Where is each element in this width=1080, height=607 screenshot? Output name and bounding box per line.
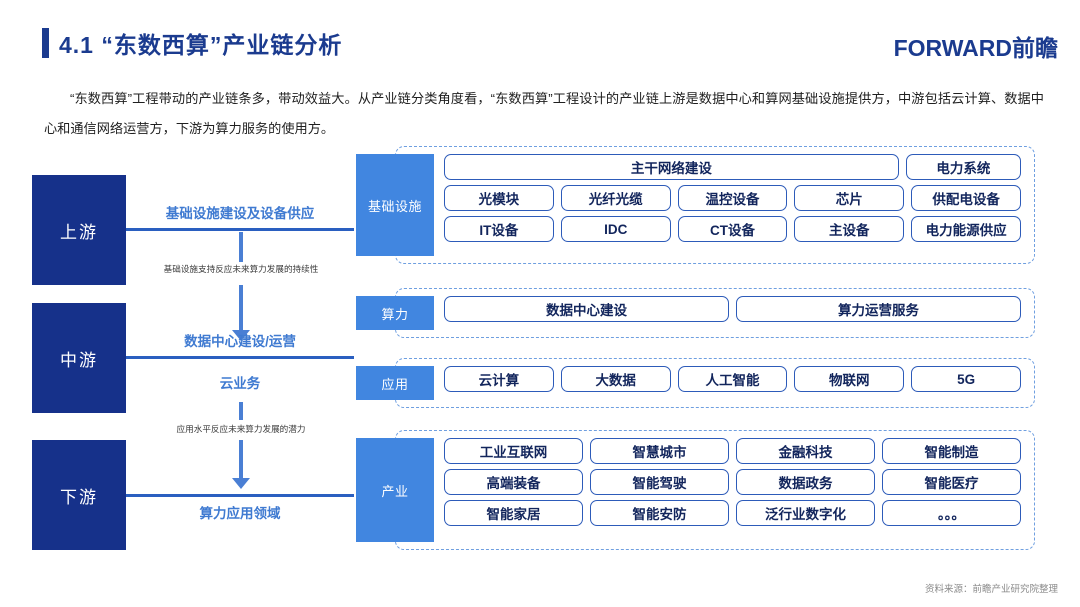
flow-note-application: 应用水平反应未来算力发展的潜力: [176, 424, 306, 434]
chip-item[interactable]: 电力系统: [905, 154, 1021, 180]
chip-item[interactable]: 云计算: [444, 366, 554, 392]
chip-row: 主干网络建设 电力系统: [444, 154, 1021, 180]
chip-item[interactable]: IT设备: [444, 216, 554, 242]
flow-note-infrastructure: 基础设施支持反应未来算力发展的持续性: [163, 264, 319, 274]
chip-item[interactable]: 智能医疗: [882, 469, 1021, 495]
chip-item[interactable]: 智能家居: [444, 500, 583, 526]
page-title: 4.1 “东数西算”产业链分析: [59, 32, 343, 58]
chip-row: 智能家居 智能安防 泛行业数字化 。。。: [444, 500, 1021, 526]
chip-item[interactable]: 算力运营服务: [736, 296, 1021, 322]
category-items-application: 云计算 大数据 人工智能 物联网 5G: [444, 366, 1021, 392]
arrow-stem-upper-b: [239, 285, 243, 333]
supply-chain-diagram: 上游 中游 下游 基础设施建设及设备供应 数据中心建设/运营 云业务 算力应用领…: [0, 140, 1080, 570]
arrow-stem-lower-a: [239, 402, 243, 420]
flow-caption-downstream: 算力应用领域: [199, 506, 281, 521]
category-label-infrastructure: 基础设施: [356, 154, 434, 256]
arrow-head-lower: [232, 478, 250, 489]
chip-row: 工业互联网 智慧城市 金融科技 智能制造: [444, 438, 1021, 464]
stage-box-upstream: 上游: [32, 175, 126, 285]
chip-item[interactable]: 泛行业数字化: [736, 500, 875, 526]
stage-box-midstream: 中游: [32, 303, 126, 413]
chip-item[interactable]: CT设备: [677, 216, 788, 242]
flow-caption-upstream: 基础设施建设及设备供应: [165, 206, 315, 221]
chip-row: 数据中心建设 算力运营服务: [444, 296, 1021, 322]
chip-item[interactable]: 工业互联网: [444, 438, 583, 464]
page-title-group: 4.1 “东数西算”产业链分析: [42, 26, 342, 60]
chip-item[interactable]: 主干网络建设: [444, 154, 899, 180]
category-label-application: 应用: [356, 366, 434, 400]
chip-row: IT设备 IDC CT设备 主设备 电力能源供应: [444, 216, 1021, 242]
stage-box-downstream: 下游: [32, 440, 126, 550]
flow-caption-midstream: 数据中心建设/运营: [184, 334, 296, 349]
category-row-computing-power: 算力 数据中心建设 算力运营服务: [356, 288, 1035, 338]
chip-item[interactable]: 智能制造: [882, 438, 1021, 464]
page-header: 4.1 “东数西算”产业链分析 FORWARD前瞻: [0, 0, 1080, 72]
chip-item[interactable]: 金融科技: [736, 438, 875, 464]
chip-item[interactable]: 供配电设备: [911, 185, 1021, 211]
arrow-stem-lower-b: [239, 440, 243, 480]
category-row-application: 应用 云计算 大数据 人工智能 物联网 5G: [356, 358, 1035, 408]
category-label-industry: 产业: [356, 438, 434, 542]
category-row-infrastructure: 基础设施 主干网络建设 电力系统 光模块 光纤光缆 温控设备 芯片 供配电设备 …: [356, 146, 1035, 264]
chip-item[interactable]: 智能安防: [590, 500, 729, 526]
chip-row: 高端装备 智能驾驶 数据政务 智能医疗: [444, 469, 1021, 495]
category-row-industry: 产业 工业互联网 智慧城市 金融科技 智能制造 高端装备 智能驾驶 数据政务 智…: [356, 430, 1035, 550]
chip-row: 光模块 光纤光缆 温控设备 芯片 供配电设备: [444, 185, 1021, 211]
category-items-computing-power: 数据中心建设 算力运营服务: [444, 296, 1021, 322]
chip-item[interactable]: 温控设备: [677, 185, 788, 211]
intro-paragraph: “东数西算”工程带动的产业链条多，带动效益大。从产业链分类角度看，“东数西算”工…: [44, 91, 1044, 136]
chip-item[interactable]: 光模块: [444, 185, 554, 211]
chip-row: 云计算 大数据 人工智能 物联网 5G: [444, 366, 1021, 392]
category-items-industry: 工业互联网 智慧城市 金融科技 智能制造 高端装备 智能驾驶 数据政务 智能医疗…: [444, 438, 1021, 526]
connector-line-midstream: [126, 356, 354, 359]
chip-item[interactable]: IDC: [560, 216, 671, 242]
connector-line-upstream: [126, 228, 354, 231]
title-accent-bar: [42, 28, 49, 58]
chip-item[interactable]: 高端装备: [444, 469, 583, 495]
chip-item[interactable]: 芯片: [794, 185, 905, 211]
chip-item[interactable]: 电力能源供应: [911, 216, 1021, 242]
category-label-computing-power: 算力: [356, 296, 434, 330]
chip-item[interactable]: 数据政务: [736, 469, 875, 495]
source-note: 资料来源：前瞻产业研究院整理: [924, 584, 1058, 595]
chip-item[interactable]: 5G: [911, 366, 1021, 392]
arrow-head-upper: [232, 330, 250, 341]
chip-item[interactable]: 光纤光缆: [560, 185, 671, 211]
chip-item[interactable]: 智能驾驶: [590, 469, 729, 495]
chip-item[interactable]: 人工智能: [677, 366, 788, 392]
arrow-stem-upper-a: [239, 232, 243, 262]
chip-item[interactable]: 大数据: [560, 366, 671, 392]
category-items-infrastructure: 主干网络建设 电力系统 光模块 光纤光缆 温控设备 芯片 供配电设备 IT设备 …: [444, 154, 1021, 242]
connector-line-downstream: [126, 494, 354, 497]
chip-item[interactable]: 数据中心建设: [444, 296, 729, 322]
chip-item[interactable]: 。。。: [882, 500, 1021, 526]
chip-item[interactable]: 主设备: [794, 216, 905, 242]
chip-item[interactable]: 物联网: [794, 366, 905, 392]
brand-logo: FORWARD前瞻: [893, 35, 1058, 61]
chip-item[interactable]: 智慧城市: [590, 438, 729, 464]
flow-caption-cloud-business: 云业务: [219, 376, 261, 391]
